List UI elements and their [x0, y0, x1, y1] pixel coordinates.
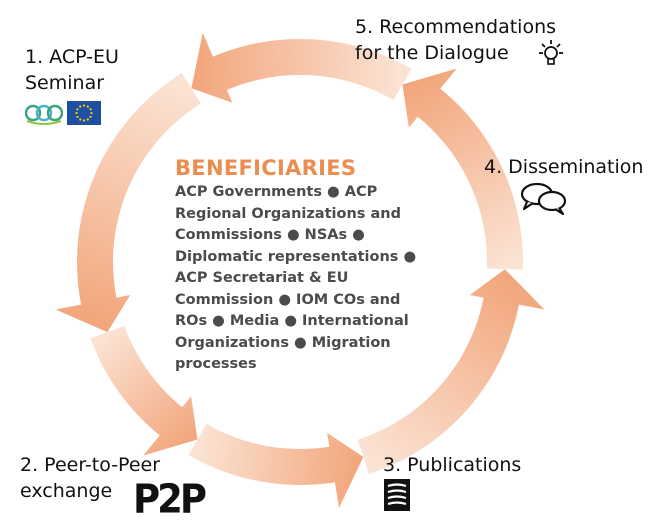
step-1-line1: 1. ACP-EU: [25, 46, 119, 68]
step-2-line2: exchange: [20, 480, 113, 502]
document-stack-icon: [384, 479, 410, 511]
eu-star: [89, 115, 92, 118]
arrow-segment-5-to-1: [191, 32, 412, 103]
eu-star: [89, 108, 92, 111]
step-3-label: 3. Publications: [383, 452, 521, 478]
eu-star: [75, 111, 78, 115]
step-5-line1: 5. Recommendations: [355, 16, 557, 38]
arrow-segment-4-to-5: [402, 68, 523, 270]
eu-star: [79, 105, 82, 108]
step-1-line2: Seminar: [25, 72, 105, 94]
arrow-segment-1b-to-2: [90, 326, 198, 456]
step-4-label: 4. Dissemination: [484, 154, 643, 180]
step-3-line1: 3. Publications: [383, 454, 522, 476]
beneficiaries-list: ACP Governments ● ACP Regional Organizat…: [175, 184, 417, 372]
step-4-line1: 4. Dissemination: [484, 156, 644, 178]
speech-bubbles-icon: [520, 182, 567, 216]
step-5-line2: for the Dialogue: [355, 42, 509, 64]
lightbulb-icon: [539, 40, 563, 65]
p2p-badge: P2P: [133, 476, 207, 522]
eu-flag-icon: [67, 101, 101, 125]
eu-star: [82, 104, 86, 107]
eu-star: [79, 118, 82, 121]
arrow-segment-3-to-4: [357, 269, 545, 475]
acp-logo-icon: [25, 104, 63, 125]
beneficiaries-title: BENEFICIARIES: [175, 156, 357, 180]
eu-star: [90, 111, 93, 115]
eu-star: [86, 105, 89, 108]
arrow-segment-2-to-3: [188, 423, 364, 508]
arrow-segment-1-to-2: [55, 72, 201, 333]
eu-star: [82, 119, 86, 122]
eu-star: [76, 108, 79, 111]
step-5-label: 5. Recommendations for the Dialogue: [355, 14, 556, 66]
step-1-label: 1. ACP-EU Seminar: [25, 44, 119, 96]
beneficiaries-panel: BENEFICIARIES ACP Governments ● ACP Regi…: [175, 156, 427, 376]
eu-star: [76, 115, 79, 118]
eu-star: [86, 118, 89, 121]
step-2-label: 2. Peer-to-Peer exchange: [20, 452, 160, 504]
step-2-line1: 2. Peer-to-Peer: [20, 454, 161, 476]
